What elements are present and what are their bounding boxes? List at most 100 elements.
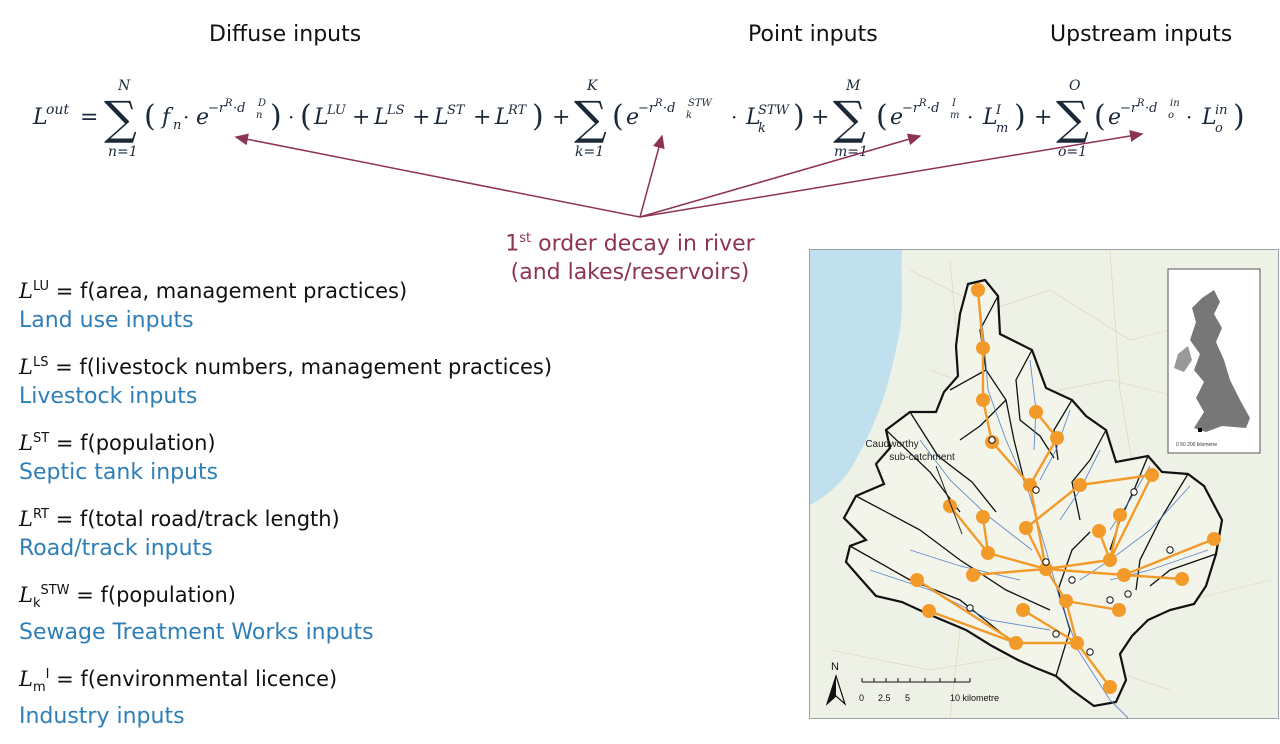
network-node — [1039, 562, 1053, 576]
svg-text:STW: STW — [758, 103, 791, 118]
svg-text:·d: ·d — [233, 101, 245, 116]
svg-text:·: · — [1186, 105, 1192, 129]
definition-industry: LmI = f(environmental licence) Industry … — [19, 660, 779, 731]
outlet-marker — [1166, 546, 1174, 554]
network-node — [910, 573, 924, 587]
network-node — [1117, 568, 1131, 582]
outlet-marker — [966, 604, 974, 612]
svg-text:(: ( — [144, 99, 156, 134]
definition-sewage-treatment: LkSTW = f(population) Sewage Treatment W… — [19, 576, 779, 647]
svg-text:·: · — [967, 105, 973, 129]
callout-line-2: sub-catchment — [889, 452, 955, 463]
outlet-marker — [1032, 486, 1040, 494]
svg-text:f: f — [160, 105, 174, 130]
north-arrow: N — [825, 661, 847, 706]
network-node — [1103, 553, 1117, 567]
svg-text:): ) — [1014, 99, 1026, 134]
svg-text:2.5: 2.5 — [878, 693, 891, 703]
category-label: Land use inputs — [19, 308, 194, 333]
svg-text:(: ( — [876, 99, 888, 134]
network-node — [976, 393, 990, 407]
svg-text:STW: STW — [688, 98, 713, 109]
svg-text:+: + — [352, 105, 370, 130]
svg-text:∑: ∑ — [574, 91, 607, 145]
header-diffuse-inputs: Diffuse inputs — [209, 22, 362, 47]
svg-text:k=1: k=1 — [575, 144, 604, 160]
svg-text:m: m — [950, 110, 959, 121]
outlet-marker — [1042, 558, 1050, 566]
svg-text:n: n — [256, 110, 262, 121]
svg-text:L: L — [313, 105, 329, 130]
network-link — [981, 399, 994, 443]
outlet-marker — [1068, 576, 1076, 584]
svg-text:−r: −r — [902, 101, 920, 116]
svg-text:K: K — [586, 78, 599, 94]
svg-text:·: · — [183, 105, 189, 129]
network-link — [1022, 608, 1078, 645]
svg-text:0 50 200 kilometre: 0 50 200 kilometre — [1176, 442, 1217, 448]
network-nodes — [910, 283, 1221, 694]
svg-text:D: D — [257, 98, 266, 109]
svg-text:m: m — [996, 121, 1008, 136]
svg-text:N: N — [117, 78, 131, 94]
network-node — [1207, 532, 1221, 546]
network-link — [991, 441, 1031, 486]
network-link — [972, 567, 1047, 577]
network-node — [966, 568, 980, 582]
svg-text:M: M — [845, 78, 861, 94]
svg-text:·: · — [731, 105, 737, 129]
network-link — [1108, 474, 1154, 561]
svg-text:e: e — [626, 105, 639, 130]
network-link — [1045, 558, 1111, 571]
svg-text:LU: LU — [326, 103, 347, 118]
svg-text:out: out — [46, 102, 69, 118]
svg-text:m=1: m=1 — [834, 144, 868, 160]
outlet-marker — [1130, 488, 1138, 496]
svg-text:ST: ST — [447, 103, 466, 118]
svg-text:e: e — [196, 105, 209, 130]
definitions-list: LLU = f(area, management practices) Land… — [19, 272, 779, 744]
svg-text:o: o — [1168, 110, 1174, 121]
network-node — [981, 546, 995, 560]
outlet-marker — [1086, 648, 1094, 656]
network-link — [928, 609, 1017, 645]
network-link — [1064, 600, 1079, 644]
network-node — [1145, 468, 1159, 482]
svg-text:N: N — [831, 661, 839, 673]
definition-land-use: LLU = f(area, management practices) Land… — [19, 272, 779, 335]
svg-text:L: L — [494, 105, 510, 130]
network-link — [1123, 573, 1183, 581]
svg-text:0: 0 — [859, 693, 864, 703]
network-link — [949, 505, 989, 554]
svg-text:+: + — [1034, 105, 1052, 130]
svg-text:+: + — [412, 105, 430, 130]
svg-text:LS: LS — [386, 103, 405, 118]
network-link — [1028, 484, 1048, 570]
svg-text:(: ( — [300, 99, 312, 134]
scale-bar: 0 2.5 5 10 kilometre — [859, 678, 999, 703]
svg-text:∑: ∑ — [1056, 91, 1089, 145]
outlet-marker — [1106, 596, 1114, 604]
network-node — [1070, 636, 1084, 650]
network-link — [1025, 484, 1081, 529]
network-node — [1112, 603, 1126, 617]
definition-septic-tank: LST = f(population) Septic tank inputs — [19, 424, 779, 487]
network-link — [1076, 642, 1111, 688]
inset-uk-map: 0 50 200 kilometre — [1167, 268, 1261, 454]
network-node — [1019, 521, 1033, 535]
network-link — [916, 578, 1017, 645]
decay-label: 1st order decay in river (and lakes/rese… — [505, 231, 755, 286]
svg-text:+: + — [473, 105, 491, 130]
network-node — [922, 604, 936, 618]
svg-text:O: O — [1069, 78, 1081, 94]
svg-text:): ) — [270, 99, 282, 134]
callout-leader — [935, 465, 963, 535]
svg-text:): ) — [1233, 99, 1245, 134]
network-link — [1045, 567, 1125, 577]
network-node — [1113, 508, 1127, 522]
catchment-map: Caudworthy sub-catchment 0 50 200 kilome… — [809, 249, 1279, 719]
svg-text:+: + — [811, 105, 829, 130]
sea-area — [810, 250, 902, 505]
svg-text:I: I — [995, 103, 1002, 118]
